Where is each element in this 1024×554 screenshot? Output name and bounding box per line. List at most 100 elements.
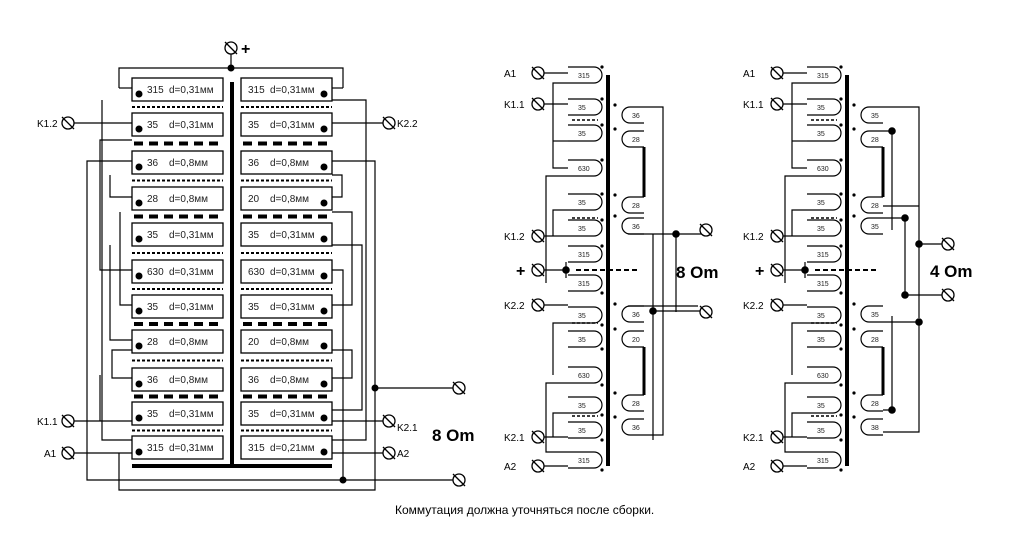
turns-label: 35 [578,313,586,320]
junction-dot [915,240,923,248]
secondary-coil: 35 [860,217,883,235]
primary-coil: 630 [568,159,603,177]
terminal-k2-2[interactable] [382,116,396,130]
terminal-a2[interactable] [531,459,545,473]
terminal-label: A1 [743,69,756,80]
terminal-a1[interactable] [770,66,784,80]
turns-label: 35 [871,312,879,319]
turns-label: 28 [871,137,879,144]
terminal-k2-2[interactable] [770,298,784,312]
polarity-dot [135,163,143,171]
polarity-dot [320,307,328,315]
output-terminal-top[interactable] [452,381,466,395]
primary-coil: 35 [568,193,603,211]
plus-terminal[interactable] [531,263,545,277]
terminal-k1-1[interactable] [531,97,545,111]
wire-diameter-label: d=0,31мм [169,120,214,131]
secondary-coil: 36 [621,217,644,235]
turns-label: 36 [632,224,640,231]
primary-coil: 630 [807,366,842,384]
turns-label: 28 [871,337,879,344]
polarity-dot [320,272,328,280]
turns-label: 20 [248,194,260,205]
secondary-coil: 36 [621,106,644,124]
terminal-k1-1[interactable] [770,97,784,111]
plus-terminal[interactable] [224,41,238,55]
terminal-a2[interactable] [770,459,784,473]
turns-label: 20 [632,337,640,344]
impedance-label: 4 Om [930,262,973,281]
polarity-dot [135,307,143,315]
secondary-coil: 28 [621,130,644,148]
polarity-dot [839,218,843,222]
polarity-dot [852,327,856,331]
turns-label: 315 [147,443,164,454]
terminal-label: K1.2 [743,232,764,243]
turns-label: 36 [632,113,640,120]
output-terminal-bottom[interactable] [452,473,466,487]
secondary-coil: 35 [860,305,883,323]
terminal-k2-1[interactable] [382,414,396,428]
terminal-k1-1[interactable] [61,414,75,428]
terminal-k1-2[interactable] [531,229,545,243]
polarity-dot [600,468,604,472]
polarity-dot [135,235,143,243]
output-terminal-top[interactable] [699,223,713,237]
terminal-k1-2[interactable] [61,116,75,130]
turns-label: 35 [578,105,586,112]
wire-diameter-label: d=0,8мм [169,158,208,169]
secondary-coil: 35 [860,106,883,124]
schematic-8-ohm: 3153535630353531531535356303535315362828… [504,65,719,473]
primary-coil: 35 [568,421,603,439]
junction-dot [915,318,923,326]
polarity-dot [600,323,604,327]
terminal-k2-1[interactable] [770,430,784,444]
output-terminal-bottom[interactable] [699,305,713,319]
polarity-dot [613,391,617,395]
terminal-label: K2.2 [504,301,525,312]
plus-terminal[interactable] [770,263,784,277]
polarity-dot [839,244,843,248]
turns-label: 35 [817,200,825,207]
impedance-label: 8 Om [432,426,475,445]
polarity-dot [320,163,328,171]
polarity-dot [135,272,143,280]
turns-label: 630 [817,166,829,173]
impedance-label: 8 Om [676,263,719,282]
turns-label: 36 [147,375,159,386]
polarity-dot [839,123,843,127]
terminal-a1[interactable] [531,66,545,80]
polarity-dot [135,448,143,456]
terminal-label: A1 [44,449,57,460]
turns-label: 35 [871,224,879,231]
turns-label: 630 [578,373,590,380]
terminal-label: K2.1 [504,433,525,444]
turns-label: 20 [248,337,260,348]
terminal-k2-1[interactable] [531,430,545,444]
turns-label: 35 [817,428,825,435]
polarity-dot [839,158,843,162]
polarity-dot [600,438,604,442]
polarity-dot [852,214,856,218]
polarity-dot [852,391,856,395]
primary-coil: 315 [568,245,603,263]
terminal-label: K1.1 [743,100,764,111]
terminal-k2-2[interactable] [531,298,545,312]
terminal-k1-2[interactable] [770,229,784,243]
terminal-a2[interactable] [382,446,396,460]
primary-coil: 35 [807,330,842,348]
turns-label: 35 [147,120,159,131]
output-terminal-top[interactable] [941,237,955,251]
wire-diameter-label: d=0,8мм [169,194,208,205]
junction-dot [901,214,909,222]
terminal-a1[interactable] [61,446,75,460]
turns-label: 36 [248,375,260,386]
polarity-dot [135,414,143,422]
output-terminal-bottom[interactable] [941,288,955,302]
polarity-dot [852,415,856,419]
turns-label: 630 [817,373,829,380]
